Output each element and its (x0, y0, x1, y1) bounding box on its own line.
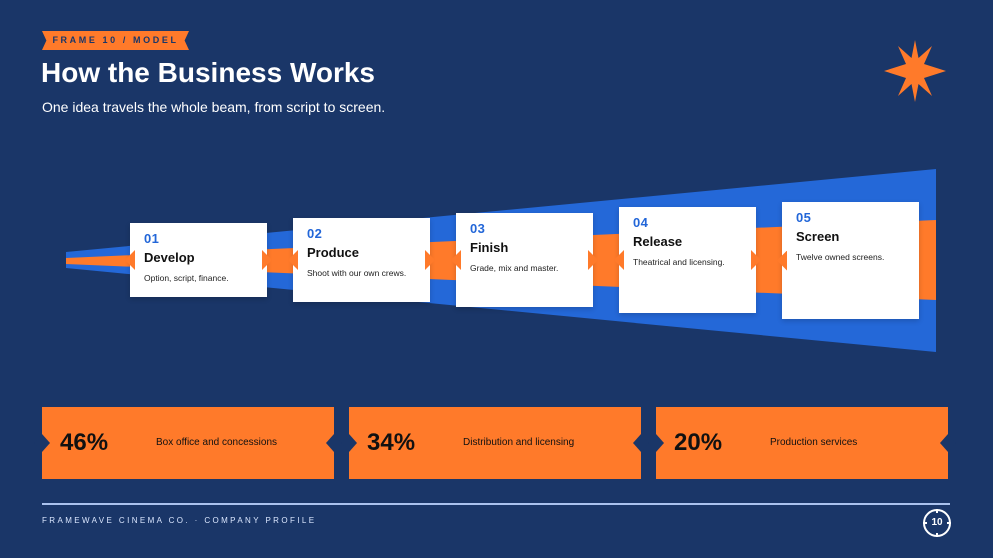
revenue-percent: 34% (367, 429, 416, 456)
stage-title: Screen (796, 229, 840, 244)
page-title: How the Business Works (41, 57, 376, 88)
card-notch-right (751, 250, 761, 270)
stage-number: 04 (633, 215, 649, 230)
revenue-percent: 20% (674, 429, 723, 456)
page-number: 10 (931, 517, 943, 528)
card-notch-left (125, 250, 135, 270)
card-notch-right (262, 250, 272, 270)
revenue-label: Distribution and licensing (463, 437, 575, 448)
frame-tag: FRAME 10 / MODEL (42, 31, 189, 50)
footer-divider (42, 503, 950, 505)
page-badge: 10 (922, 508, 952, 538)
revenue-label: Production services (770, 437, 858, 448)
stage-card-screen: 05 Screen Twelve owned screens. (777, 202, 919, 319)
footer-company: FRAMEWAVE CINEMA CO. · COMPANY PROFILE (42, 516, 317, 525)
stage-card-develop: 01 Develop Option, script, finance. (125, 223, 272, 297)
stage-description: Grade, mix and master. (470, 263, 559, 273)
stage-card-release: 04 Release Theatrical and licensing. (614, 207, 761, 313)
stage-description: Option, script, finance. (144, 273, 229, 283)
stage-number: 01 (144, 231, 160, 246)
stage-number: 03 (470, 221, 486, 236)
card-notch-left (288, 250, 298, 270)
card-notch-left (777, 250, 787, 271)
stage-description: Twelve owned screens. (796, 252, 885, 262)
sparkle-star-icon (884, 40, 946, 102)
card-notch-right (425, 250, 435, 270)
stage-card-finish: 03 Finish Grade, mix and master. (451, 213, 598, 307)
stage-number: 05 (796, 210, 812, 225)
stage-title: Develop (144, 250, 195, 265)
revenue-card-box-office: 46% Box office and concessions (42, 407, 334, 479)
stage-title: Release (633, 234, 683, 249)
revenue-card-distribution: 34% Distribution and licensing (349, 407, 641, 479)
stage-title: Finish (470, 240, 509, 255)
revenue-card-production: 20% Production services (656, 407, 948, 479)
revenue-label: Box office and concessions (156, 437, 278, 448)
card-notch-left (614, 250, 624, 270)
stage-title: Produce (307, 245, 360, 260)
stage-card-produce: 02 Produce Shoot with our own crews. (288, 218, 435, 302)
card-notch-right (588, 250, 598, 270)
stage-description: Shoot with our own crews. (307, 268, 407, 278)
revenue-percent: 46% (60, 429, 109, 456)
stage-description: Theatrical and licensing. (633, 257, 725, 267)
page-subtitle: One idea travels the whole beam, from sc… (42, 99, 386, 115)
card-notch-left (451, 250, 461, 270)
reel-ring-icon (923, 509, 951, 537)
stage-number: 02 (307, 226, 323, 241)
